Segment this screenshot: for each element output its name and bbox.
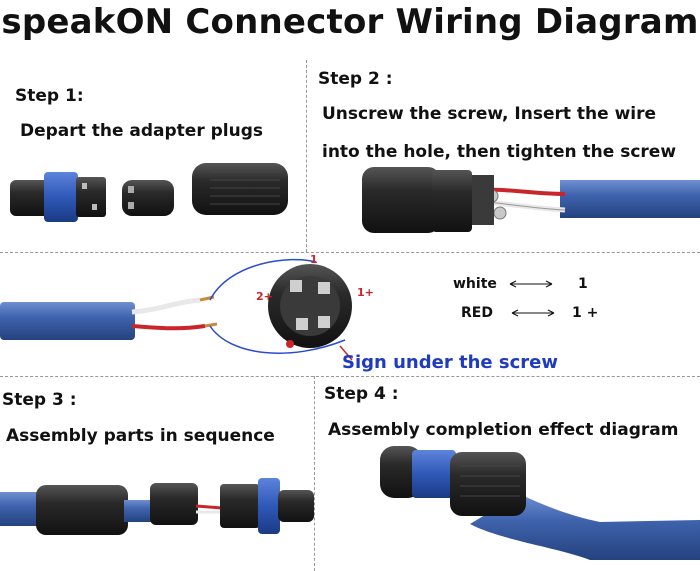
legend-wire-red: RED	[461, 305, 493, 321]
step4-assembled	[380, 446, 700, 560]
middle-loop-arrows	[209, 258, 346, 354]
pin-1-label: 1	[310, 253, 318, 266]
step1-plug-front	[10, 172, 106, 222]
step2-line2: into the hole, then tighten the screw	[322, 142, 677, 162]
divider-vertical-bottom	[314, 376, 315, 571]
step3-text: Assembly parts in sequence	[6, 426, 275, 446]
divider-bottom	[0, 376, 700, 377]
legend-pin-white: 1	[578, 276, 588, 292]
legend-pin-red: 1 +	[572, 305, 599, 321]
divider-top	[0, 252, 700, 253]
sign-under-screw-note: Sign under the screw	[342, 352, 558, 373]
divider-vertical-top	[306, 60, 307, 252]
step3-heading: Step 3 :	[2, 390, 77, 410]
legend-arrows	[509, 280, 555, 317]
middle-connector-face	[268, 264, 353, 361]
step4-heading: Step 4 :	[324, 384, 399, 404]
step4-text: Assembly completion effect diagram	[328, 420, 679, 440]
step1-text: Depart the adapter plugs	[20, 121, 264, 141]
step1-insert	[122, 180, 174, 216]
step2-line1: Unscrew the screw, Insert the wire	[322, 104, 657, 124]
middle-cable	[0, 295, 218, 340]
pin-2plus-label: 2+	[256, 290, 273, 303]
step1-heading: Step 1:	[15, 86, 84, 106]
step1-shell	[192, 163, 288, 215]
step2-connector	[362, 167, 700, 233]
step3-assembly	[0, 478, 314, 535]
step2-heading: Step 2 :	[318, 69, 393, 89]
page-title: speakON Connector Wiring Diagram	[1, 2, 699, 42]
pin-1plus-label: 1+	[357, 286, 374, 299]
legend-wire-white: white	[453, 276, 497, 292]
